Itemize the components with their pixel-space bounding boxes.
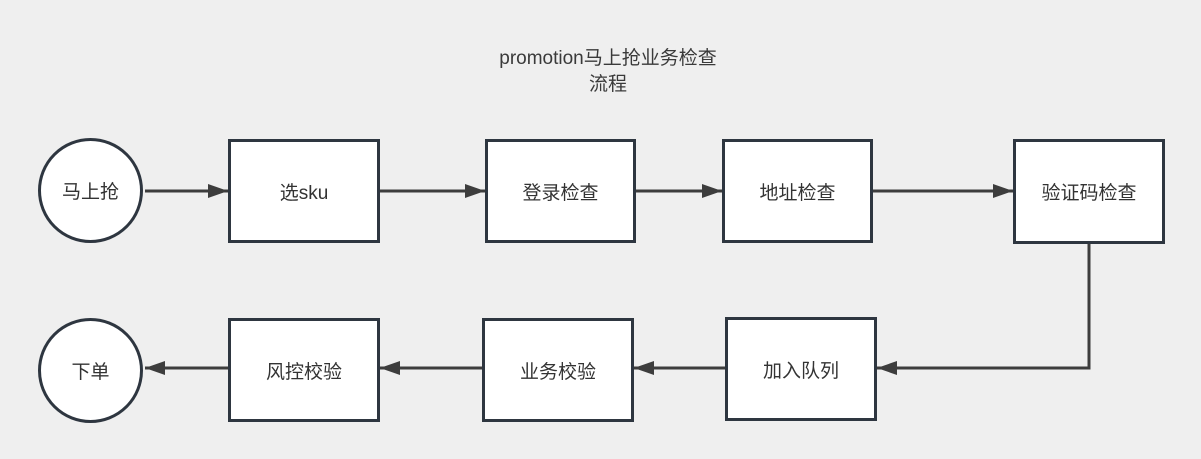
node-place-order[interactable]: 下单 [38, 318, 143, 423]
node-start-label: 马上抢 [61, 182, 119, 203]
node-login-check[interactable]: 登录检查 [485, 139, 636, 243]
node-login-check-label: 登录检查 [522, 182, 599, 204]
node-captcha-check-label: 验证码检查 [1041, 183, 1137, 204]
edge-captcha-check-to-join-queue [877, 244, 1091, 375]
node-risk-check-label: 风控校验 [265, 361, 342, 383]
node-address-check-label: 地址检查 [759, 182, 836, 204]
node-captcha-check[interactable]: 验证码检查 [1013, 139, 1165, 244]
node-business-check-label: 业务校验 [519, 361, 596, 383]
node-select-sku[interactable]: 选sku [228, 139, 380, 243]
diagram-title-line2: 流程 [588, 74, 627, 95]
node-join-queue-label: 加入队列 [762, 360, 839, 382]
diagram-title-line1: promotion马上抢业务检查 [499, 48, 717, 69]
node-join-queue[interactable]: 加入队列 [725, 317, 877, 421]
node-place-order-label: 下单 [71, 362, 110, 383]
node-business-check[interactable]: 业务校验 [482, 318, 634, 422]
node-address-check[interactable]: 地址检查 [722, 139, 873, 243]
node-select-sku-label: 选sku [279, 182, 329, 204]
node-risk-check[interactable]: 风控校验 [228, 318, 380, 422]
diagram-title: promotion马上抢业务检查 流程 [408, 46, 808, 98]
node-start[interactable]: 马上抢 [38, 138, 143, 243]
